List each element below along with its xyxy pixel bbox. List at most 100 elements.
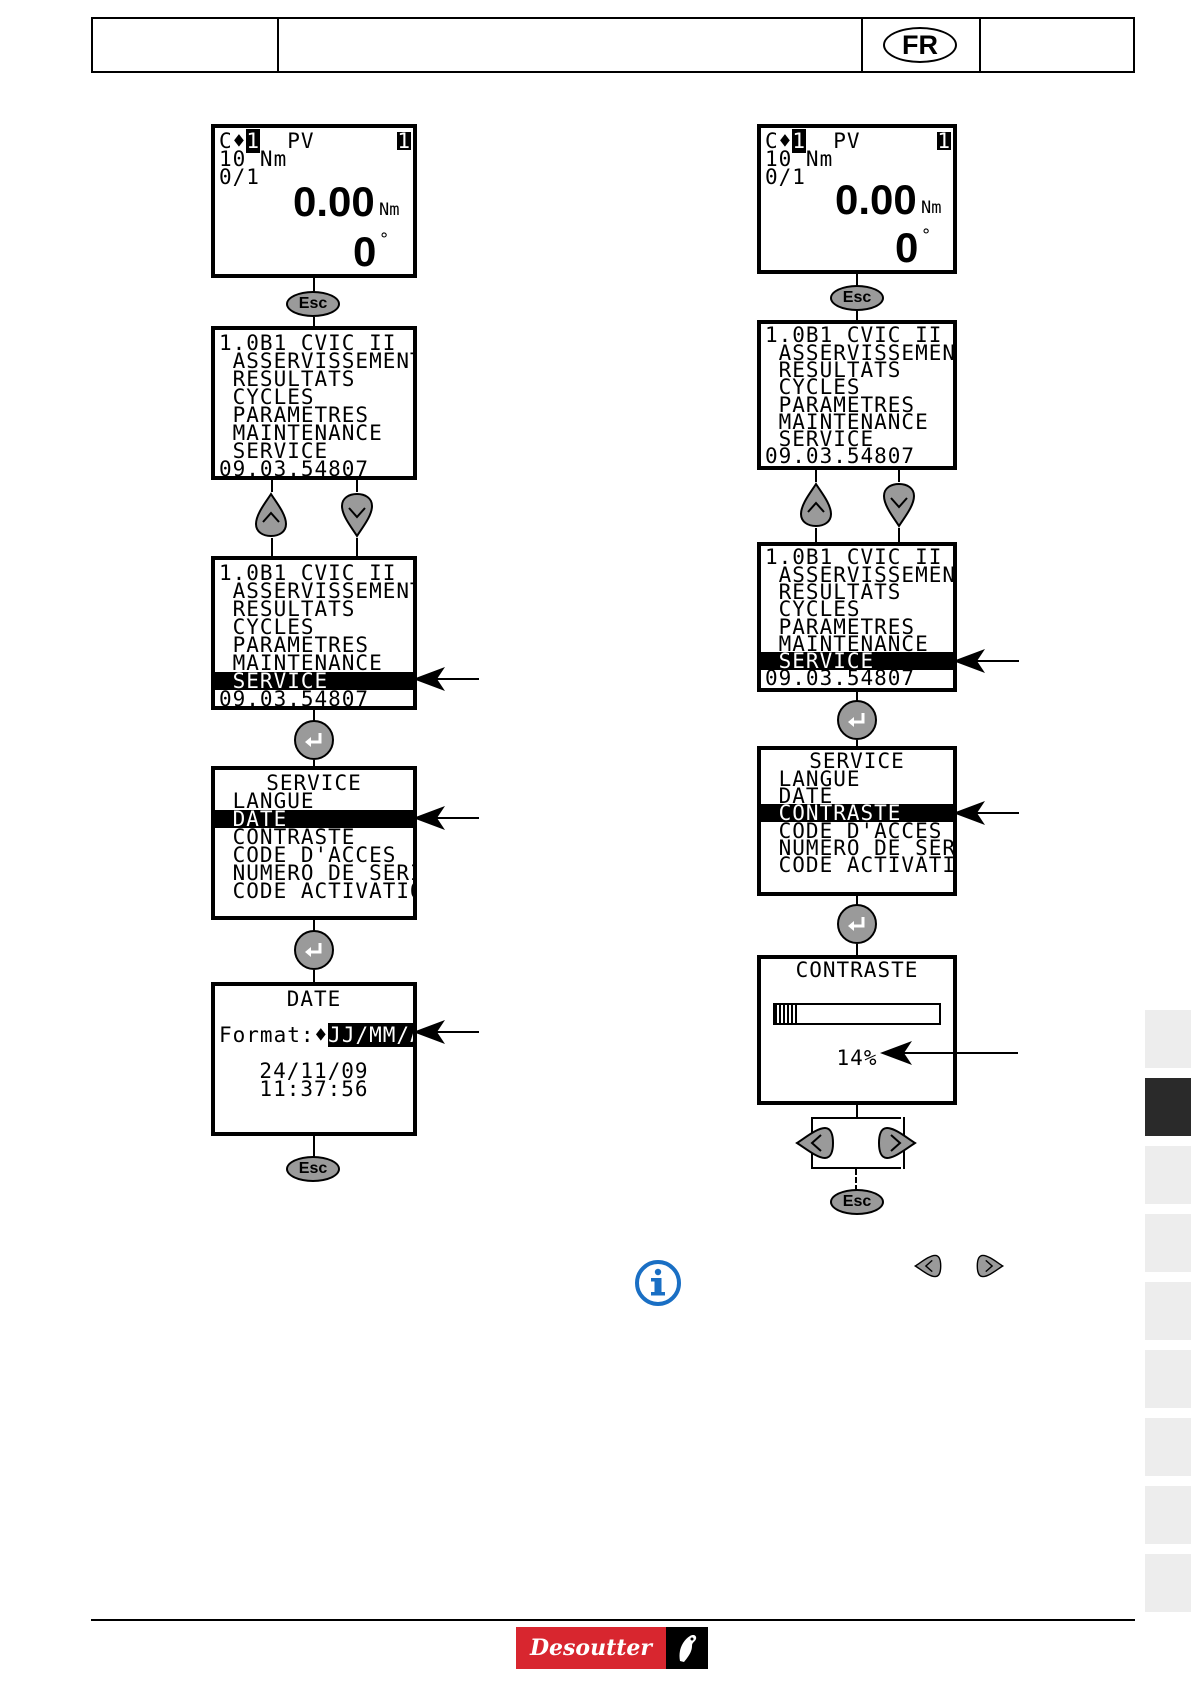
left-up-button[interactable] [254, 492, 288, 538]
menu-line-2: RESULTATS [219, 597, 356, 621]
menu-line-4: PARAMETRES [219, 633, 370, 657]
service-line-3: CODE D'ACCES [219, 843, 397, 867]
mode-label: PV [287, 129, 315, 153]
pointer-arrow-icon [413, 806, 479, 830]
left-torque-screen: C♦1 PV 1 10 Nm 0/1 0.00 Nm 0 ° [211, 124, 417, 278]
service-line-0: LANGUE [765, 767, 861, 791]
menu-line-6: SERVICE [219, 439, 329, 463]
contrast-percent: 14% [836, 1046, 878, 1070]
torque-unit: Nm [379, 200, 400, 220]
menu-line-5: MAINTENANCE [765, 410, 929, 434]
note-right-arrow-icon [976, 1254, 1005, 1278]
contrast-bar[interactable] [773, 1003, 941, 1025]
left-esc-button-2[interactable]: Esc [286, 1156, 340, 1182]
right-service-menu-screen: SERVICE LANGUE DATE CONTRASTE CODE D'ACC… [757, 746, 957, 896]
brand-logo: Desoutter [516, 1627, 708, 1669]
service-line-2: CONTRASTE [219, 825, 356, 849]
service-line-4: NUMERO DE SERIE [778, 836, 957, 860]
info-icon [635, 1260, 681, 1306]
right-down-button[interactable] [882, 482, 916, 528]
side-tab-7[interactable] [1145, 1418, 1191, 1476]
menu-line-5: MAINTENANCE [219, 421, 383, 445]
brand-name: Desoutter [516, 1627, 666, 1669]
right-enter-button-2[interactable] [837, 904, 877, 944]
side-tab-5[interactable] [1145, 1282, 1191, 1340]
menu-line-1: ASSERVISSEMENT [765, 341, 957, 365]
side-tab-3[interactable] [1145, 1146, 1191, 1204]
menu-line-4: PARAMETRES [765, 615, 916, 639]
torque-value: 0.00 [835, 176, 917, 223]
enter-icon [305, 733, 322, 747]
side-tab-4[interactable] [1145, 1214, 1191, 1272]
menu-line-7: 09.03.54807 H2 [765, 444, 916, 468]
menu-line-2: RESULTATS [765, 580, 902, 604]
header-cell-3: FR [863, 19, 981, 71]
right-enter-button-1[interactable] [837, 700, 877, 740]
chevron-up-icon [262, 511, 280, 523]
program-label: C [219, 129, 233, 153]
header-table: FR [91, 17, 1135, 73]
left-esc-button-1[interactable]: Esc [286, 291, 340, 317]
side-tab-9[interactable] [1145, 1554, 1191, 1612]
left-menu-service-selected: 1.0B1 CVIC II ASSERVISSEMENT RESULTATS C… [211, 556, 417, 710]
menu-line-0: 1.0B1 CVIC II [765, 323, 943, 347]
menu-line-0: 1.0B1 CVIC II [219, 331, 397, 355]
side-tab-2-active[interactable] [1145, 1078, 1191, 1136]
footer-divider [91, 1619, 1135, 1621]
program-label: C [765, 129, 779, 153]
side-tab-6[interactable] [1145, 1350, 1191, 1408]
torque-unit: Nm [921, 198, 942, 218]
contrast-bar-fill [775, 1005, 798, 1023]
pointer-arrow-icon [880, 1041, 1018, 1065]
format-value: JJ/MM/AA [328, 1023, 413, 1047]
time-value: 11:37:56 [259, 1077, 369, 1101]
pointer-arrow-icon [413, 1020, 479, 1044]
side-tab-1[interactable] [1145, 1010, 1191, 1068]
service-line-1: DATE [765, 784, 834, 808]
angle-unit: ° [379, 230, 390, 250]
right-up-button[interactable] [799, 482, 833, 528]
left-service-menu-screen: SERVICE LANGUE DATE CONTRASTE CODE D'ACC… [211, 766, 417, 920]
service-line-2-selected: CONTRASTE [761, 803, 953, 824]
menu-line-7: 09.03.54807 H2 [219, 457, 370, 480]
tool-number: 1 [397, 129, 411, 153]
side-tab-8[interactable] [1145, 1486, 1191, 1544]
chevron-down-icon [890, 497, 908, 509]
menu-line-1: ASSERVISSEMENT [219, 349, 417, 373]
menu-line-6: SERVICE [765, 427, 875, 451]
menu-line-3: CYCLES [765, 375, 861, 399]
note-left-arrow-icon [913, 1254, 942, 1278]
program-arrow-icon: ♦ [232, 129, 247, 153]
left-enter-button-2[interactable] [294, 930, 334, 970]
header-cell-1 [93, 19, 279, 71]
menu-line-5: MAINTENANCE [765, 632, 929, 656]
header-cell-2 [279, 19, 863, 71]
language-badge: FR [883, 27, 957, 63]
service-line-1-selected: DATE [215, 809, 413, 830]
date-title: DATE [286, 987, 342, 1011]
enter-icon [848, 713, 865, 727]
date-value: 24/11/09 [259, 1059, 369, 1083]
left-arrow-button[interactable] [795, 1126, 835, 1160]
menu-line-7: 09.03.54807 H2 [765, 666, 916, 690]
torque-target: 10 Nm [219, 147, 288, 171]
left-enter-button-1[interactable] [294, 720, 334, 760]
menu-line-1: ASSERVISSEMENT [219, 579, 417, 603]
service-line-4: NUMERO DE SERIE [219, 861, 417, 885]
enter-icon [848, 917, 865, 931]
service-line-5: CODE ACTIVATION [778, 853, 957, 877]
mode-label: PV [833, 129, 861, 153]
pointer-arrow-icon [953, 801, 1019, 825]
left-down-button[interactable] [340, 492, 374, 538]
right-esc-button-2[interactable]: Esc [830, 1189, 884, 1215]
menu-line-5: MAINTENANCE [219, 651, 383, 675]
torque-target: 10 Nm [765, 147, 834, 171]
menu-line-2: RESULTATS [765, 358, 902, 382]
right-main-menu-screen: 1.0B1 CVIC II ASSERVISSEMENT RESULTATS C… [757, 320, 957, 470]
right-arrow-button[interactable] [877, 1126, 917, 1160]
chevron-down-icon [348, 507, 366, 519]
angle-value: 0 [353, 228, 377, 275]
bird-logo-icon [666, 1627, 708, 1669]
menu-line-6-selected: SERVICE [215, 671, 413, 692]
right-esc-button-1[interactable]: Esc [830, 285, 884, 311]
